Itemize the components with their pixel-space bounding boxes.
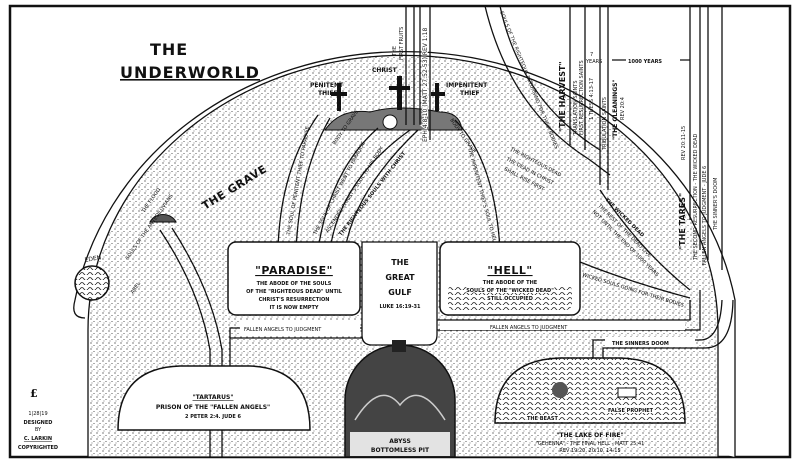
harvest-line-1: TRANSLATION SAINTS bbox=[573, 80, 579, 136]
sinners-doom-label: THE SINNERS DOOM bbox=[612, 341, 669, 347]
dragon-icon bbox=[354, 394, 446, 421]
gulf-ref: LUKE 16:19-31 bbox=[379, 304, 421, 310]
tartarus-line-2: 2 PETER 2:4. JUDE 6 bbox=[185, 414, 242, 420]
fallen-angels-right-label: FALLEN ANGELS TO JUDGMENT bbox=[490, 325, 568, 331]
credit-date: 1|28|19 bbox=[28, 411, 47, 417]
first-fruits-ref: EPH 4:8-10 (MATT 27:52-53) REV 1:18 bbox=[422, 28, 429, 142]
false-prophet-label: FALSE PROPHET bbox=[608, 408, 654, 414]
tares-columns bbox=[689, 6, 723, 270]
credit-line-4: COPYRIGHTED bbox=[18, 445, 58, 451]
impenitent-soul-path bbox=[454, 119, 501, 251]
seven-years-label: YEARS bbox=[585, 59, 602, 65]
gulf-line-3: GULF bbox=[388, 288, 412, 297]
fallen-angels-left-label: FALLEN ANGELS TO JUDGMENT bbox=[244, 327, 322, 333]
gleanings-ref: REV 20:4 bbox=[620, 97, 626, 120]
beast-label: THE BEAST bbox=[527, 416, 558, 422]
christ-label: CHRIST bbox=[372, 67, 398, 74]
paradise-box bbox=[227, 241, 361, 316]
tartarus-line-1: PRISON OF THE "FALLEN ANGELS" bbox=[156, 404, 270, 411]
tares-ref: REV 20:11-15 bbox=[681, 126, 687, 160]
paradise-line-2: OF THE "RIGHTEOUS DEAD" UNTIL bbox=[246, 289, 343, 295]
penitent-thief-label-2: THIEF bbox=[318, 90, 338, 97]
first-fruits-column bbox=[405, 6, 431, 140]
millennium-label: 1000 YEARS bbox=[628, 59, 662, 65]
hell-fire bbox=[448, 285, 572, 310]
abyss-line-1: ABYSS bbox=[389, 438, 411, 445]
cross-christ-icon bbox=[389, 76, 410, 110]
paradise-title: "PARADISE" bbox=[255, 264, 333, 277]
larkin-monogram: £ bbox=[30, 387, 38, 400]
christ-soul-path bbox=[317, 127, 379, 251]
cross-penitent-icon bbox=[331, 83, 347, 111]
tares-line-1: THE SECOND RESURRECTION - THE WICKED DEA… bbox=[693, 133, 699, 261]
lake-line-2: REV 19:20, 20:10, 14-15 bbox=[559, 448, 620, 454]
eden-globe-icon bbox=[74, 265, 110, 301]
abyss-line-2: BOTTOMLESS PIT bbox=[371, 447, 430, 454]
wicked-dead-path bbox=[599, 189, 691, 291]
impenitent-thief-label-1: IMPENITENT bbox=[446, 82, 488, 89]
gleanings-sub: TRIBULATION SAINTS bbox=[602, 97, 608, 151]
hell-line-1: THE ABODE OF THE bbox=[483, 280, 538, 286]
cross-impenitent-icon bbox=[431, 83, 445, 111]
harvest-line-2: FIRST RESURRECTION SAINTS bbox=[579, 60, 585, 135]
lake-of-fire bbox=[494, 357, 686, 424]
ark-icon bbox=[149, 214, 177, 223]
title-line-1: THE bbox=[150, 40, 188, 59]
tomb-stone-icon bbox=[382, 114, 398, 130]
hell-line-3: STILL OCCUPIED bbox=[487, 296, 533, 302]
impenitent-thief-label-2: THIEF bbox=[460, 90, 480, 97]
penitent-soul-path bbox=[277, 114, 319, 251]
title-line-2: UNDERWORLD bbox=[120, 63, 260, 82]
harvest-columns bbox=[569, 6, 609, 190]
tartarus-chamber bbox=[117, 365, 311, 431]
credit-line-1: DESIGNED bbox=[24, 420, 53, 426]
paradise-line-1: THE ABODE OF THE SOULS bbox=[257, 281, 332, 287]
tartarus-title: "TARTARUS" bbox=[193, 394, 234, 401]
paradise-line-4: IT IS NOW EMPTY bbox=[270, 305, 319, 311]
saints-returning-path bbox=[484, 5, 611, 176]
credit-line-2: BY bbox=[35, 427, 42, 433]
sinners-doom-path bbox=[592, 299, 734, 360]
great-gulf-box bbox=[361, 241, 438, 346]
lake-line-1: "GEHENNA" - THE FINAL HELL - MATT 25:41 bbox=[536, 441, 645, 447]
lake-title: "THE LAKE OF FIRE" bbox=[556, 432, 623, 439]
hell-title: "HELL" bbox=[487, 264, 532, 277]
harvest-ref: 1 THESS 4:13-17 bbox=[589, 78, 595, 120]
gulf-line-2: GREAT bbox=[385, 273, 415, 282]
first-fruits-label-2: FIRST FRUITS bbox=[399, 27, 405, 60]
wicked-souls-path bbox=[579, 261, 691, 299]
tares-line-3: THE SINNER'S DOOM bbox=[713, 178, 719, 232]
harvest-title: "THE HARVEST" bbox=[558, 61, 567, 132]
hell-line-2: SOULS OF THE "WICKED DEAD" bbox=[466, 288, 554, 294]
eden-label: EDEN bbox=[84, 254, 102, 264]
beast-icon bbox=[552, 382, 568, 398]
first-fruits-label-1: THE bbox=[392, 46, 398, 57]
penitent-thief-label-1: PENITENT bbox=[310, 82, 344, 89]
abyss-lock-icon bbox=[392, 340, 406, 352]
paradise-line-3: CHRIST'S RESURRECTION bbox=[259, 297, 330, 303]
tares-title: "THE TARES" bbox=[678, 193, 687, 250]
credit-line-3: C. LARKIN bbox=[24, 436, 52, 442]
seven-years-number: 7 bbox=[590, 52, 593, 58]
gleanings-title: "THE GLEANINGS" bbox=[612, 79, 619, 140]
gulf-line-1: THE bbox=[391, 258, 409, 267]
false-prophet-icon bbox=[617, 387, 637, 398]
tares-line-2: FALLEN ANGELS TO JUDGMENT - JUDE 6 bbox=[702, 166, 708, 265]
flood-souls-path bbox=[159, 229, 211, 457]
